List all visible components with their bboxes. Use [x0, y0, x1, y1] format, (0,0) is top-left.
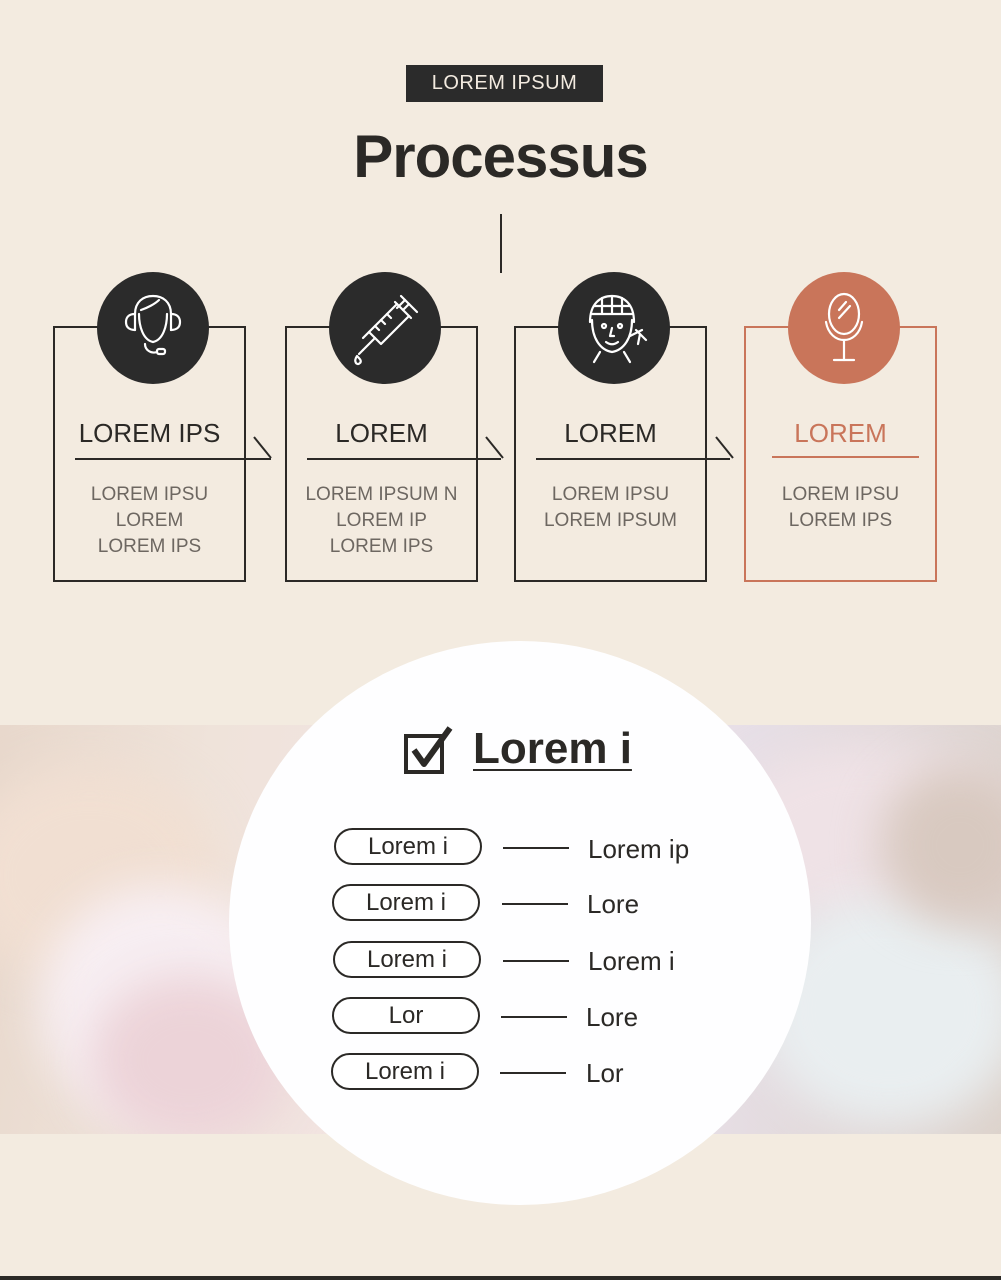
section-tag: LOREM IPSUM — [406, 65, 603, 102]
step-4-description: LOREM IPSU LOREM IPS — [746, 482, 935, 534]
face-treatment-icon — [588, 294, 648, 364]
page-title: Processus — [353, 123, 649, 190]
step-3-underline — [536, 458, 730, 460]
step-2-title: LOREM — [335, 418, 428, 448]
mirror-icon — [824, 292, 864, 362]
step-1-underline — [75, 458, 271, 460]
syringe-icon — [354, 294, 419, 366]
checklist-label-1: Lorem i — [334, 828, 482, 865]
step-4-icon-circle — [788, 272, 900, 384]
checklist-value-2: Lore — [587, 889, 640, 919]
step-3-description: LOREM IPSU LOREM IPSUM — [516, 482, 705, 534]
process-step-4: LOREM LOREM IPSU LOREM IPS — [744, 272, 937, 582]
process-step-2: LOREM LOREM IPSUM N LOREM IP LOREM IPS — [285, 272, 501, 582]
step-3-title: LOREM — [564, 418, 657, 448]
checklist-title: Lorem i — [473, 724, 632, 773]
checklist-value-5: Lor — [586, 1058, 624, 1088]
checklist-label-3: Lorem i — [333, 941, 481, 978]
step-arrow-3 — [715, 436, 734, 459]
checklist-value-4: Lore — [586, 1002, 639, 1032]
step-2-icon-circle — [329, 272, 441, 384]
step-4-line-1: LOREM IPSU — [781, 484, 900, 505]
checklist-dash-2 — [502, 903, 568, 905]
summary-circle — [229, 641, 811, 1205]
step-4-title: LOREM — [794, 418, 887, 448]
step-1-line-3: LOREM IPS — [97, 536, 202, 557]
checklist-value-1: Lorem ip — [588, 834, 690, 864]
step-arrow-2 — [485, 436, 504, 459]
process-step-1: LOREM IPS LOREM IPSU LOREM LOREM IPS — [53, 272, 271, 582]
checklist-value-3: Lorem i — [588, 946, 675, 976]
bottom-border — [0, 1276, 1001, 1280]
step-2-line-2: LOREM IP — [336, 510, 427, 531]
step-3-icon-circle — [558, 272, 670, 384]
checklist-dash-1 — [503, 847, 569, 849]
checklist-label-4: Lor — [332, 997, 480, 1034]
step-3-line-1: LOREM IPSU — [551, 484, 670, 505]
step-1-title: LOREM IPS — [78, 418, 221, 448]
checklist-dash-3 — [503, 960, 569, 962]
step-1-icon-circle — [97, 272, 209, 384]
step-4-underline — [772, 456, 919, 458]
step-2-line-1: LOREM IPSUM N — [305, 484, 458, 505]
connector-line — [500, 214, 502, 273]
checklist-label-2: Lorem i — [332, 884, 480, 921]
step-2-line-3: LOREM IPS — [329, 536, 434, 557]
checklist-dash-5 — [500, 1072, 566, 1074]
step-1-line-1: LOREM IPSU — [90, 484, 209, 505]
step-arrow-1 — [253, 436, 272, 459]
checkbox-checked-icon — [404, 726, 453, 774]
process-step-3: LOREM LOREM IPSU LOREM IPSUM — [514, 272, 730, 582]
headset-person-icon — [124, 294, 182, 356]
step-2-description: LOREM IPSUM N LOREM IP LOREM IPS — [287, 482, 476, 560]
step-4-line-2: LOREM IPS — [788, 510, 893, 531]
step-3-line-2: LOREM IPSUM — [543, 510, 678, 531]
checklist-dash-4 — [501, 1016, 567, 1018]
checklist-label-5: Lorem i — [331, 1053, 479, 1090]
step-1-line-2: LOREM — [115, 510, 184, 531]
step-1-description: LOREM IPSU LOREM LOREM IPS — [55, 482, 244, 560]
step-2-underline — [307, 458, 501, 460]
